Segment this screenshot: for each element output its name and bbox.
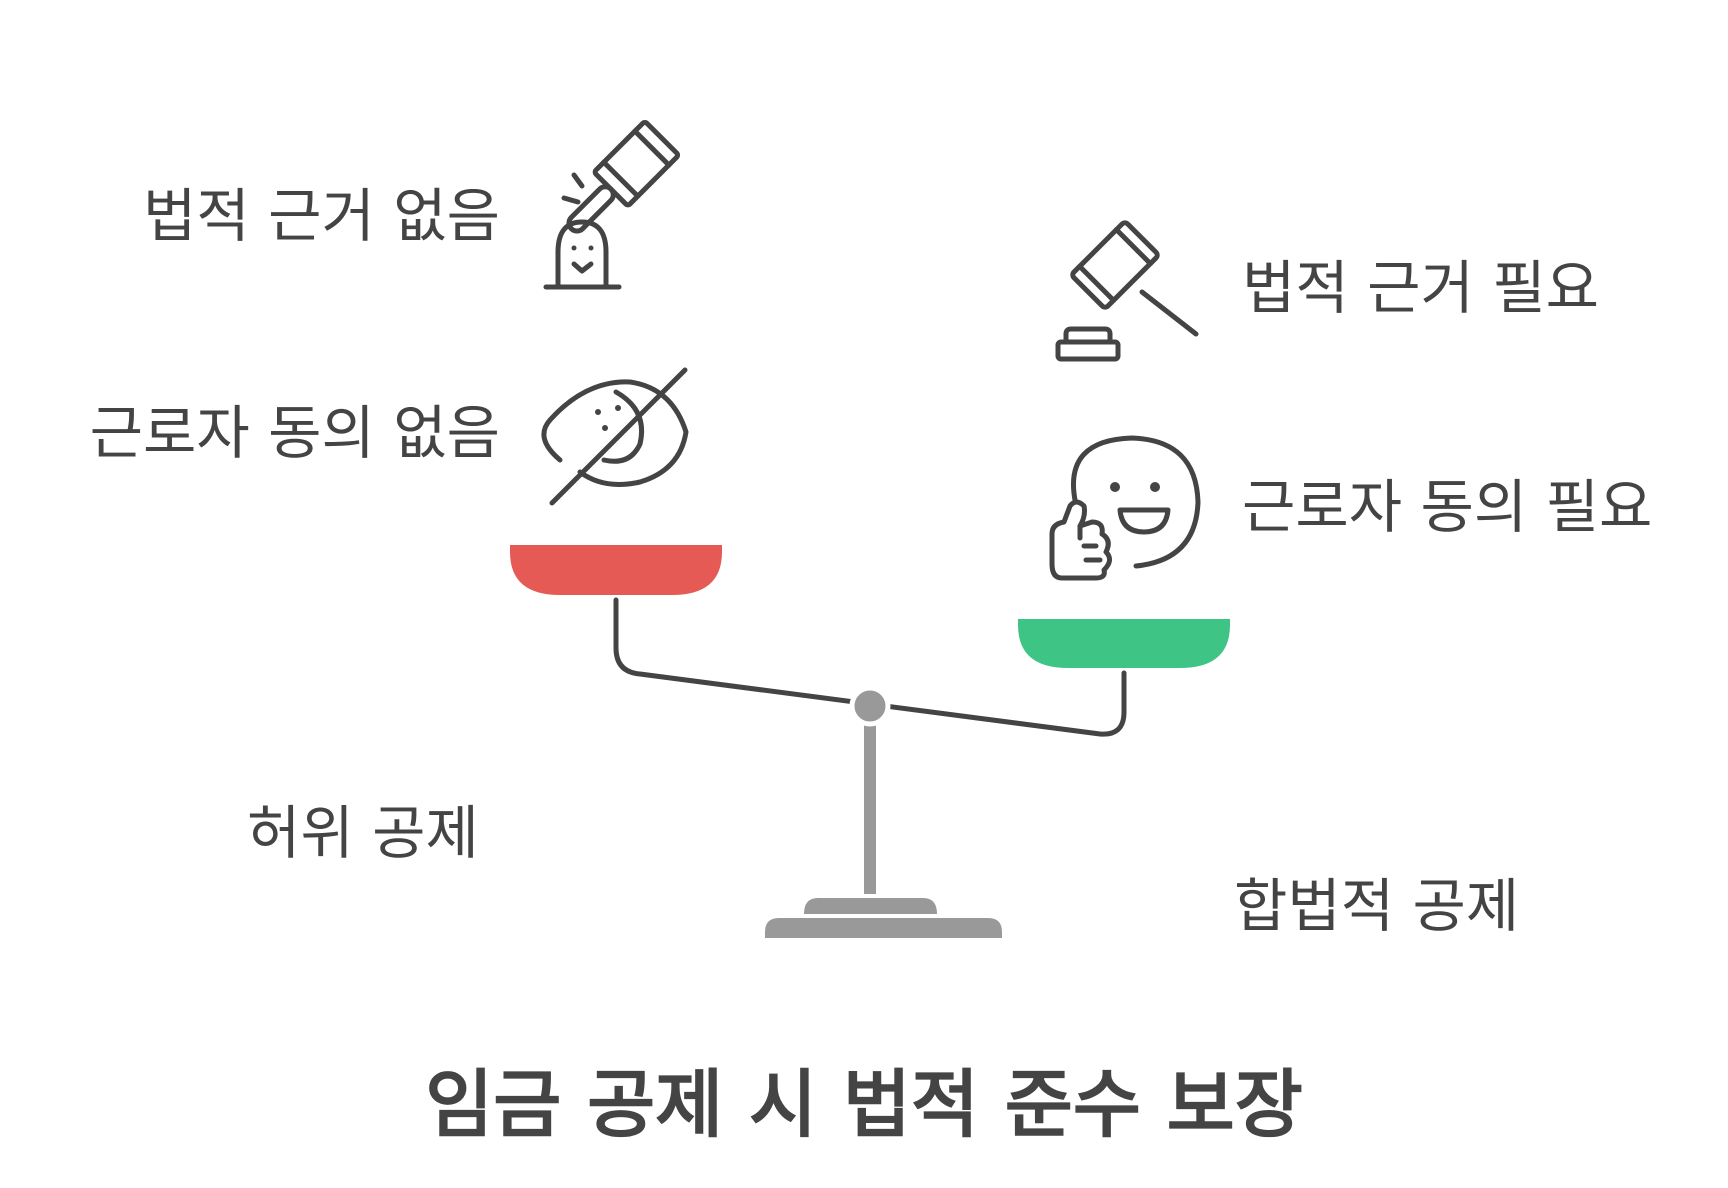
- left-label-worker-consent: 근로자 동의 없음: [90, 399, 500, 467]
- diagram-title: 임금 공제 시 법적 준수 보장: [425, 1062, 1303, 1148]
- eye-slash-icon: [541, 367, 689, 506]
- smiley-thumbs-up-icon: [1049, 435, 1201, 581]
- balance-scale: [510, 545, 1230, 938]
- scale-base: [765, 918, 1002, 938]
- gavel-ghost-icon: [543, 119, 681, 290]
- left-pan: [510, 545, 722, 595]
- scale-base-top: [804, 898, 937, 914]
- gavel-icon: [1055, 220, 1199, 362]
- right-outcome-label: 합법적 공제: [1234, 872, 1519, 940]
- left-label-legal-basis: 법적 근거 없음: [143, 182, 500, 250]
- scale-pole: [864, 720, 876, 894]
- left-outcome-label: 허위 공제: [247, 799, 479, 867]
- right-pan: [1018, 619, 1230, 668]
- right-label-legal-basis: 법적 근거 필요: [1242, 254, 1599, 322]
- scale-pivot: [849, 685, 891, 727]
- right-label-worker-consent: 근로자 동의 필요: [1242, 473, 1652, 541]
